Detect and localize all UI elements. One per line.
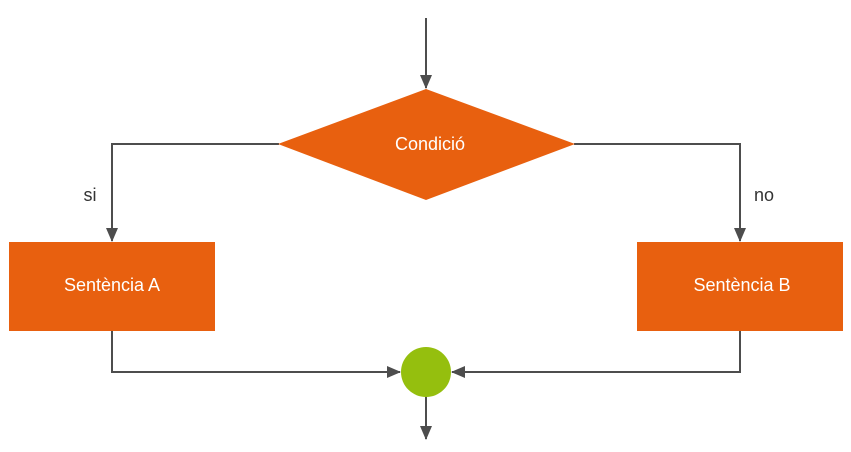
edge-b-to-junction xyxy=(451,331,741,378)
statement-b-label: Sentència B xyxy=(693,275,790,295)
no-edge-label: no xyxy=(754,185,774,205)
edge-no-branch xyxy=(574,143,746,242)
statement-a-box xyxy=(9,242,215,331)
statement-b-node: Sentència B xyxy=(637,242,843,331)
yes-edge-label: si xyxy=(84,185,97,205)
statement-a-label: Sentència A xyxy=(64,275,160,295)
condition-node: Condició xyxy=(278,89,575,200)
condition-label: Condició xyxy=(395,134,465,154)
edge-a-to-junction xyxy=(111,331,401,378)
junction-circle xyxy=(401,347,451,397)
statement-a-node: Sentència A xyxy=(9,242,215,331)
statement-b-box xyxy=(637,242,843,331)
edge-yes-branch xyxy=(106,143,279,242)
condition-diamond xyxy=(278,89,575,200)
